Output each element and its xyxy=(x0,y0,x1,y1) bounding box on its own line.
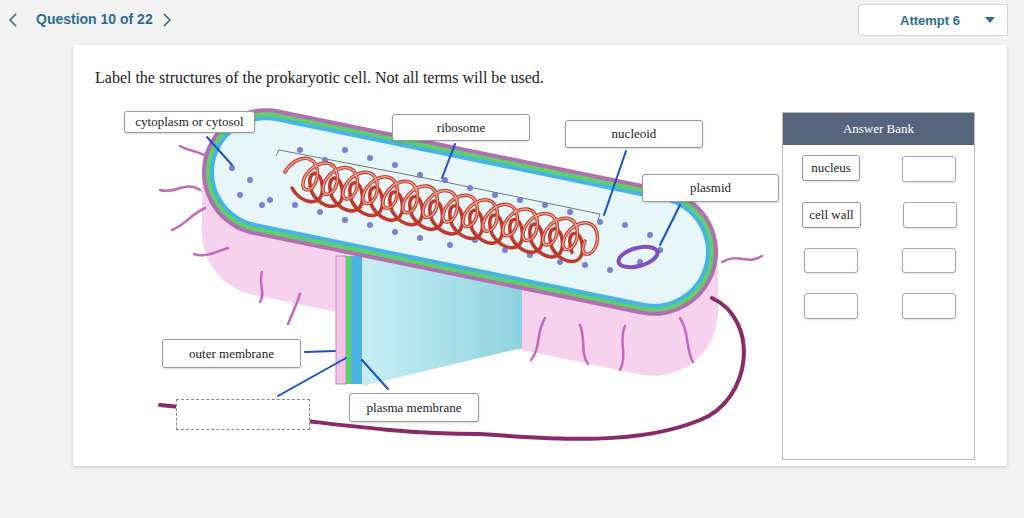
label-box: outer membrane xyxy=(162,339,301,368)
nucleoid-dna xyxy=(285,158,597,261)
plasmid-ring xyxy=(616,243,659,271)
empty-slot xyxy=(902,293,956,319)
plasma-membrane-slab xyxy=(351,256,362,384)
answer-chip: cell wall xyxy=(802,202,861,228)
attempt-selector: Attempt 6 xyxy=(858,4,1008,36)
label-text: cell wall xyxy=(809,207,853,223)
answer-bank-header: Answer Bank xyxy=(783,113,974,145)
label-text: outer membrane xyxy=(189,346,274,362)
label-box: cytoplasm or cytosol xyxy=(124,111,255,133)
empty-slot xyxy=(903,202,957,228)
label-box: ribosome xyxy=(392,114,530,141)
empty-slot xyxy=(902,248,956,273)
empty-slot xyxy=(804,248,858,273)
prev-chevron xyxy=(10,14,16,26)
label-text: cytoplasm or cytosol xyxy=(135,114,243,130)
cell-top-surface xyxy=(190,97,729,328)
question-counter: Question 10 of 22 xyxy=(36,11,153,27)
empty-drop-target xyxy=(176,399,310,430)
label-box: plasma membrane xyxy=(349,393,479,422)
next-chevron xyxy=(164,14,170,26)
flagellum xyxy=(160,298,744,439)
label-text: plasma membrane xyxy=(367,400,462,416)
empty-slot xyxy=(804,293,858,319)
question-prompt: Label the structures of the prokaryotic … xyxy=(95,69,544,87)
answer-chip: nucleus xyxy=(802,155,860,181)
label-text: Attempt 6 xyxy=(900,13,960,28)
label-text: plasmid xyxy=(690,180,731,196)
outer-membrane-slab xyxy=(346,256,351,384)
empty-slot xyxy=(902,156,956,182)
label-text: nucleoid xyxy=(612,126,657,142)
label-text: ribosome xyxy=(437,120,485,136)
answer-bank-panel: Answer Bank nucleus cell wall xyxy=(782,112,975,460)
wall-slab xyxy=(336,256,346,384)
panel-heading: Answer Bank xyxy=(843,121,914,137)
label-box: nucleoid xyxy=(565,120,703,148)
label-box: plasmid xyxy=(642,174,779,202)
label-text: nucleus xyxy=(811,160,851,176)
